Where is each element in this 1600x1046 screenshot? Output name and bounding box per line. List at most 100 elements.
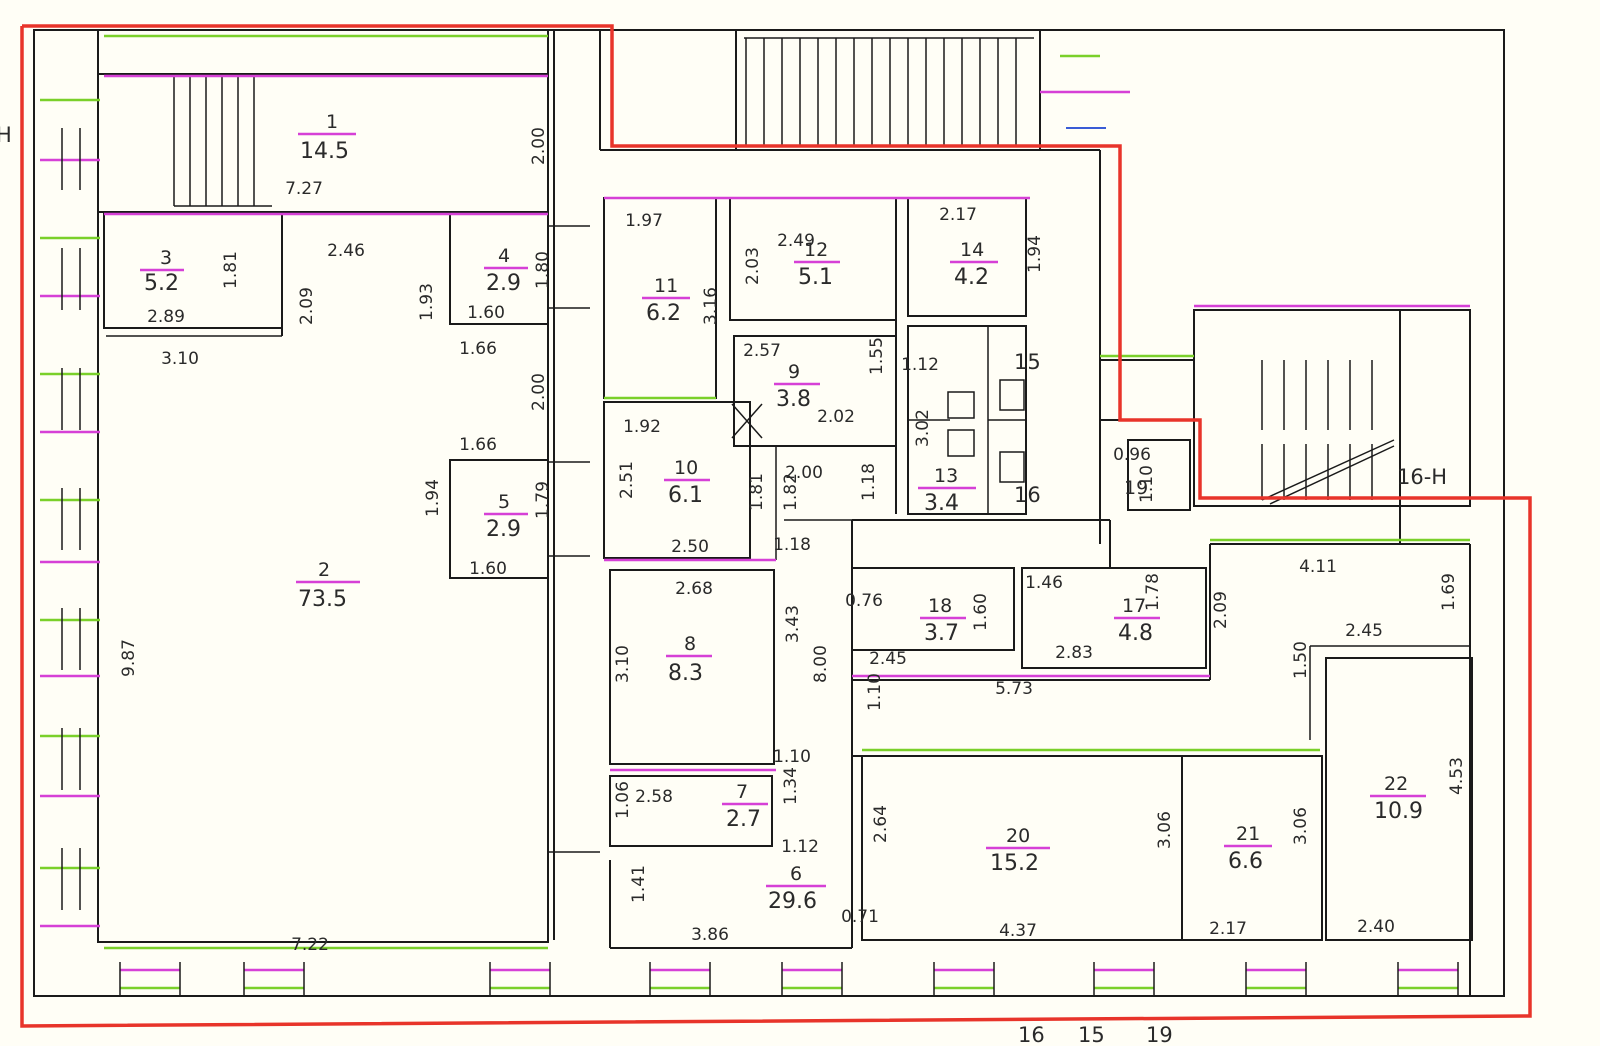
dimension-label: 1.60: [971, 593, 991, 631]
dimension-label: 2.49: [777, 231, 815, 251]
dimension-label: 3.43: [783, 605, 803, 643]
dimension-label: 1.18: [773, 535, 811, 555]
dimension-label: 2.02: [817, 407, 855, 427]
dimension-label: 1.78: [1143, 573, 1163, 611]
dimension-label: 3.06: [1291, 807, 1311, 845]
dimension-label: 1.46: [1025, 573, 1063, 593]
dimension-label: 3.16: [701, 287, 721, 325]
dimension-label: 1.34: [781, 767, 801, 805]
stair-block: [1193, 309, 1471, 507]
bottom-ref: 19: [1146, 1023, 1173, 1046]
room-number: 8: [684, 633, 696, 655]
dimension-label: 1.50: [1291, 641, 1311, 679]
dimension-label: 2.17: [939, 205, 977, 225]
room-number: 21: [1236, 823, 1260, 845]
left-marker: Н: [0, 123, 12, 147]
staircases: [173, 37, 1395, 505]
room-outline-5: [449, 459, 549, 579]
dimension-label: 1.79: [533, 481, 553, 519]
room-area: 5.1: [798, 265, 833, 290]
room-number: 6: [790, 863, 802, 885]
dimension-label: 2.64: [871, 805, 891, 843]
dimension-label: 1.18: [859, 463, 879, 501]
room-area: 4.8: [1118, 621, 1153, 646]
dimension-label: 1.06: [613, 781, 633, 819]
room-number: 22: [1384, 773, 1408, 795]
dimension-label: 2.00: [529, 373, 549, 411]
dimension-label: 1.55: [867, 337, 887, 375]
dimension-label: 1.92: [623, 417, 661, 437]
dimension-label: 2.46: [327, 241, 365, 261]
room-area: 14.5: [300, 139, 349, 164]
dimension-label: 2.00: [785, 463, 823, 483]
room-number: 17: [1122, 595, 1146, 617]
dimension-label: 2.00: [529, 127, 549, 165]
room-outline-17: [1021, 567, 1207, 669]
unit-boundary: [20, 24, 1532, 1028]
room-area: 2.9: [486, 517, 521, 542]
room-area: 3.4: [924, 491, 959, 516]
dimension-label: 2.83: [1055, 643, 1093, 663]
room-number: 18: [928, 595, 952, 617]
dimension-label: 2.50: [671, 537, 709, 557]
dimension-label: 1.81: [747, 473, 767, 511]
room-outline-10: [603, 401, 751, 559]
room-area: 6.1: [668, 483, 703, 508]
stair-step: [1261, 439, 1395, 501]
room-number: 11: [654, 275, 678, 297]
dimension-label: 4.11: [1299, 557, 1337, 577]
dimension-label: 2.45: [869, 649, 907, 669]
dimension-label: 1.94: [1025, 235, 1045, 273]
stair-label: 16-Н: [1397, 465, 1447, 489]
room-number: 2: [318, 559, 330, 581]
dimension-label: 2.57: [743, 341, 781, 361]
dimension-label: 1.66: [459, 339, 497, 359]
toilet-icon: [947, 429, 975, 457]
dimension-label: 0.96: [1113, 445, 1151, 465]
dimension-label: 2.51: [617, 461, 637, 499]
dimension-label: 2.09: [1211, 591, 1231, 629]
room-number: 14: [960, 239, 984, 261]
room-number: 10: [674, 457, 698, 479]
dimension-label: 2.89: [147, 307, 185, 327]
room-number: 19: [1124, 477, 1148, 499]
dimension-label: 1.94: [423, 479, 443, 517]
dimension-label: 9.87: [119, 639, 139, 677]
room-number: 15: [1014, 350, 1041, 374]
room-area: 4.2: [954, 265, 989, 290]
dimension-label: 1.41: [629, 865, 649, 903]
room-area: 3.8: [776, 387, 811, 412]
dimension-label: 1.66: [459, 435, 497, 455]
dimension-label: 1.12: [781, 837, 819, 857]
dimension-label: 3.10: [613, 645, 633, 683]
dimension-label: 2.68: [675, 579, 713, 599]
dimension-label: 1.60: [467, 303, 505, 323]
room-number: 3: [160, 247, 172, 269]
bottom-ref: 16: [1018, 1023, 1045, 1046]
room-outline-7: [609, 775, 773, 847]
dimension-label: 7.27: [285, 179, 323, 199]
dimension-label: 1.80: [533, 251, 553, 289]
room-number: 20: [1006, 825, 1030, 847]
room-labels: 1 14.5 2 73.5 3 5.2 4 2.9 5 2.9 6 29.6 7…: [140, 111, 1426, 914]
dimension-label: 1.97: [625, 211, 663, 231]
room-number: 13: [934, 465, 958, 487]
dimension-label: 1.93: [417, 283, 437, 321]
dimension-label: 2.09: [297, 287, 317, 325]
room-number: 5: [498, 491, 510, 513]
room-number: 1: [326, 111, 338, 133]
dimension-label: 1.10: [1137, 465, 1157, 503]
dimension-label: 1.82: [781, 473, 801, 511]
room-outline-21: [1181, 755, 1323, 941]
room-number: 4: [498, 245, 510, 267]
dimension-label: 1.81: [221, 251, 241, 289]
room-number: 9: [788, 361, 800, 383]
room-outline-8: [609, 569, 775, 765]
dimension-label: 3.06: [1155, 811, 1175, 849]
room-area: 2.7: [726, 807, 761, 832]
room-area: 5.2: [144, 271, 179, 296]
dimension-label: 3.10: [161, 349, 199, 369]
toilet-icon: [999, 451, 1025, 483]
dimension-label: 2.40: [1357, 917, 1395, 937]
